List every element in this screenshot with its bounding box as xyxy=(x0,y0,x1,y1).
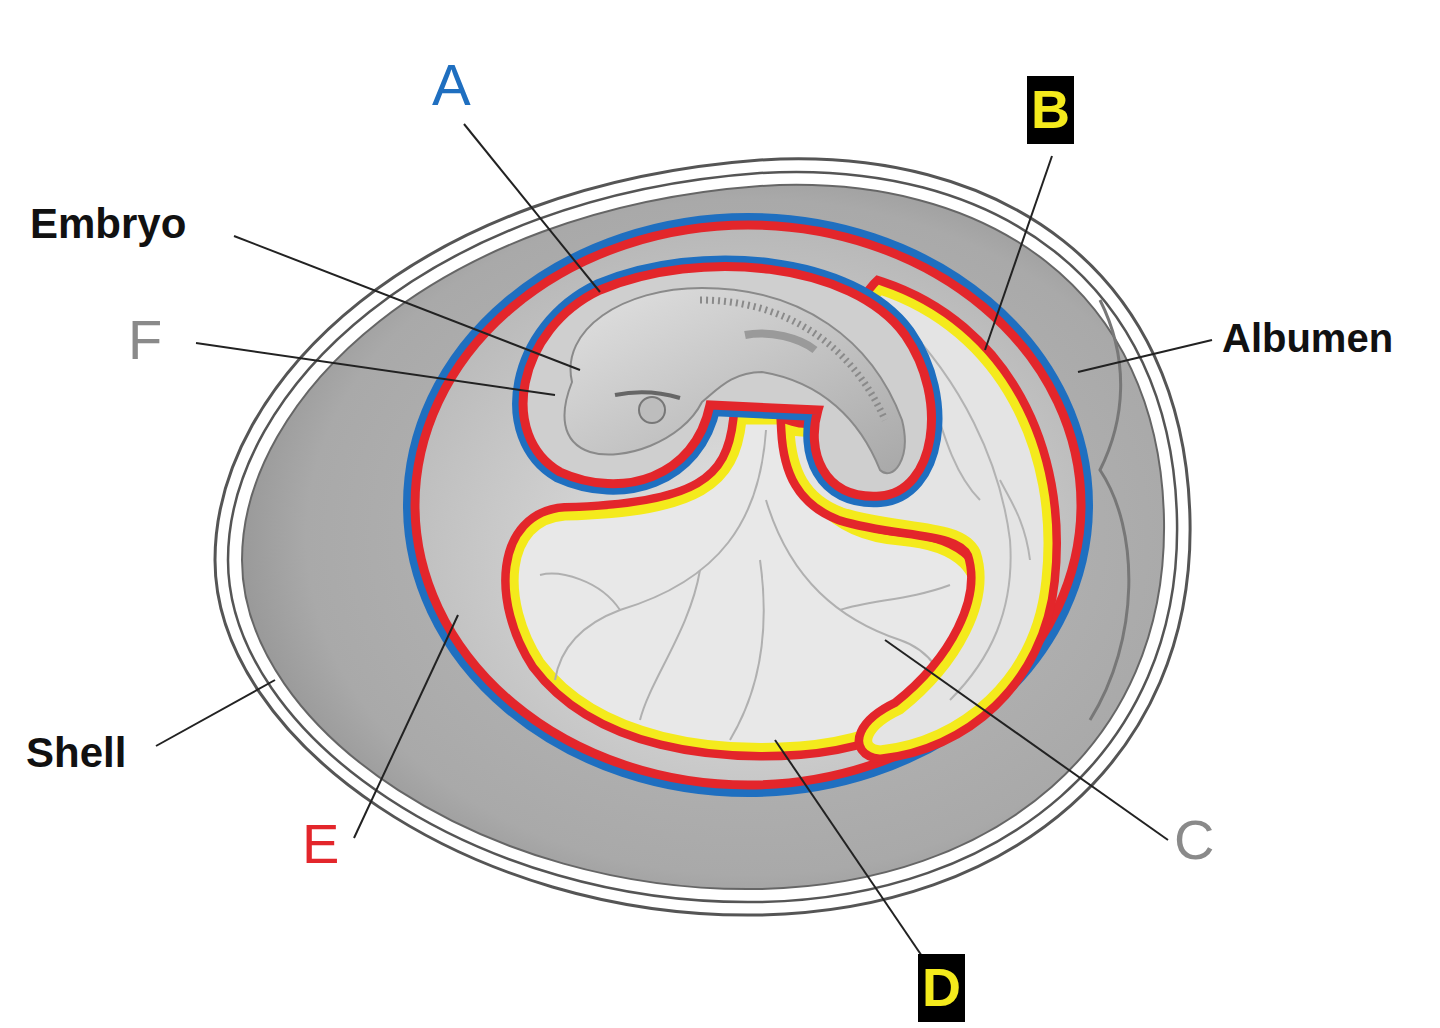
part-name: Shell xyxy=(26,732,126,774)
callout-letter: D xyxy=(918,954,965,1022)
callout-letter: E xyxy=(302,816,339,872)
part-name: Albumen xyxy=(1222,318,1393,358)
callout-letter: B xyxy=(1027,76,1074,144)
callout-letter: C xyxy=(1174,812,1214,868)
callout-letter: F xyxy=(128,312,162,368)
callout-letter: A xyxy=(432,56,471,114)
part-name: Embryo xyxy=(30,203,186,245)
